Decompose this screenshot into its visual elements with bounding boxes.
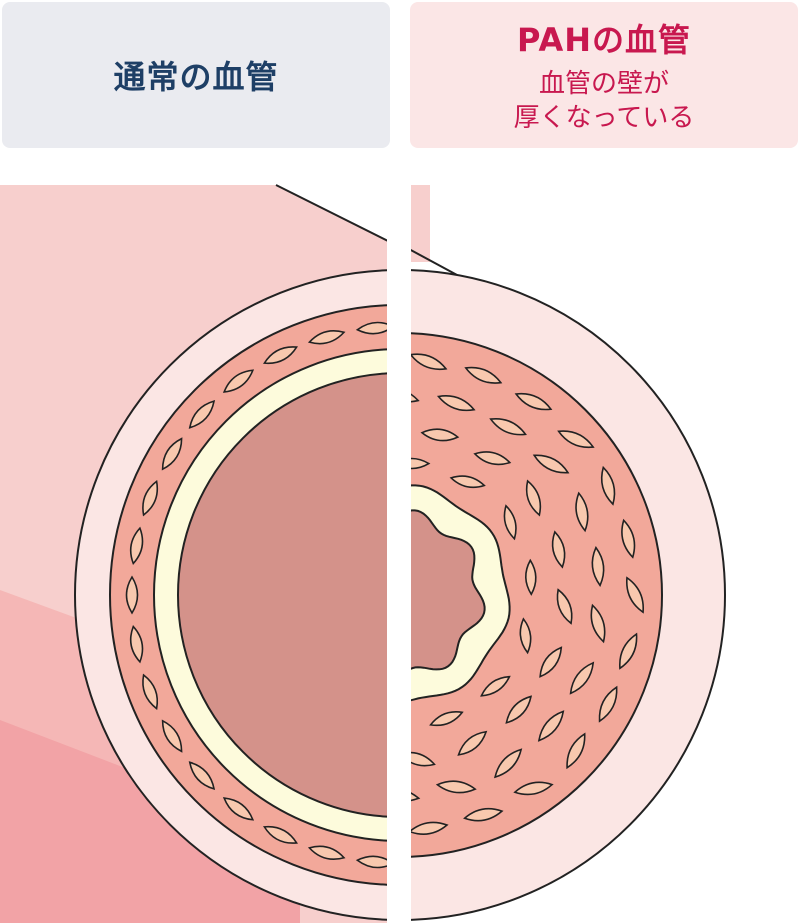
smooth-muscle-cell	[566, 732, 586, 770]
smooth-muscle-cell	[591, 546, 605, 587]
smooth-muscle-cell	[464, 366, 503, 384]
smooth-muscle-cell	[503, 504, 517, 541]
smooth-muscle-cell	[590, 603, 606, 644]
smooth-muscle-cell	[480, 675, 511, 697]
smooth-muscle-cell	[600, 465, 616, 506]
smooth-muscle-cell	[429, 711, 464, 727]
smooth-muscle-cell	[539, 646, 563, 678]
smooth-muscle-cell	[619, 632, 638, 670]
smooth-muscle-cell	[355, 855, 387, 869]
smooth-muscle-cell	[505, 695, 533, 724]
smooth-muscle-cell	[625, 576, 645, 614]
smooth-muscle-cell	[621, 518, 636, 559]
normal-vessel-lumen	[177, 372, 387, 818]
smooth-muscle-cell	[569, 661, 595, 695]
smooth-muscle-cell	[222, 369, 255, 393]
smooth-muscle-cell	[411, 821, 449, 835]
smooth-muscle-cell	[449, 475, 486, 489]
normal-vessel	[0, 184, 387, 923]
pah-vessel	[411, 185, 726, 921]
smooth-muscle-cell	[463, 807, 504, 822]
pah-vessel-lumen	[411, 509, 486, 671]
smooth-muscle-cell	[537, 710, 565, 742]
normal-vessel-smooth-muscle-cells	[125, 321, 387, 869]
smooth-muscle-cell	[129, 624, 144, 664]
smooth-muscle-cell	[551, 530, 566, 569]
smooth-muscle-cell	[142, 479, 159, 517]
smooth-muscle-cell	[307, 329, 346, 345]
tube-top-edge	[411, 249, 471, 283]
smooth-muscle-cell	[436, 395, 476, 412]
normal-vessel-title: 通常の血管	[113, 58, 279, 96]
smooth-muscle-cell	[355, 321, 387, 335]
pah-vessel-media-layer	[411, 332, 663, 858]
smooth-muscle-cell	[575, 491, 589, 533]
normal-vessel-label: 通常の血管	[2, 2, 390, 148]
smooth-muscle-cell	[222, 797, 255, 821]
smooth-muscle-cell	[489, 417, 527, 436]
smooth-muscle-cell	[411, 751, 436, 767]
smooth-muscle-cell	[142, 673, 159, 711]
smooth-muscle-cell	[188, 761, 216, 791]
smooth-muscle-cell	[161, 719, 183, 753]
pah-vessel-subtitle-line1: 血管の壁が	[538, 69, 669, 99]
smooth-muscle-cell	[188, 399, 216, 429]
smooth-muscle-cell	[514, 392, 553, 411]
pah-vessel-subtitle-line2: 厚くなっている	[513, 103, 695, 133]
smooth-muscle-cell	[457, 730, 488, 756]
smooth-muscle-cell	[473, 451, 512, 466]
pah-vessel-label: PAHの血管 血管の壁が 厚くなっている	[410, 2, 798, 148]
smooth-muscle-cell	[125, 575, 139, 615]
smooth-muscle-cell	[129, 526, 144, 566]
smooth-muscle-cell	[493, 748, 523, 779]
smooth-muscle-cell	[411, 353, 448, 371]
smooth-muscle-cell	[307, 845, 346, 861]
smooth-muscle-cell	[411, 387, 420, 403]
smooth-muscle-cell	[556, 588, 573, 625]
smooth-muscle-cell	[161, 437, 183, 471]
pah-vessel-smooth-muscle-cells	[411, 353, 645, 835]
smooth-muscle-cell	[263, 346, 298, 365]
smooth-muscle-cell	[435, 780, 477, 794]
smooth-muscle-cell	[420, 428, 460, 442]
smooth-muscle-cell	[532, 454, 570, 474]
smooth-muscle-cell	[513, 781, 554, 796]
tube-surface	[411, 185, 430, 262]
smooth-muscle-cell	[598, 685, 618, 723]
smooth-muscle-cell	[525, 558, 537, 596]
tube-top-edge	[275, 184, 387, 242]
smooth-muscle-cell	[525, 479, 542, 517]
pah-vessel-title: PAHの血管	[516, 21, 692, 59]
smooth-muscle-cell	[557, 430, 595, 449]
smooth-muscle-cell	[519, 617, 532, 655]
pah-vessel-tube-side	[411, 185, 471, 283]
smooth-muscle-cell	[411, 457, 431, 470]
tube-shade-band	[0, 720, 300, 923]
smooth-muscle-cell	[263, 825, 298, 844]
